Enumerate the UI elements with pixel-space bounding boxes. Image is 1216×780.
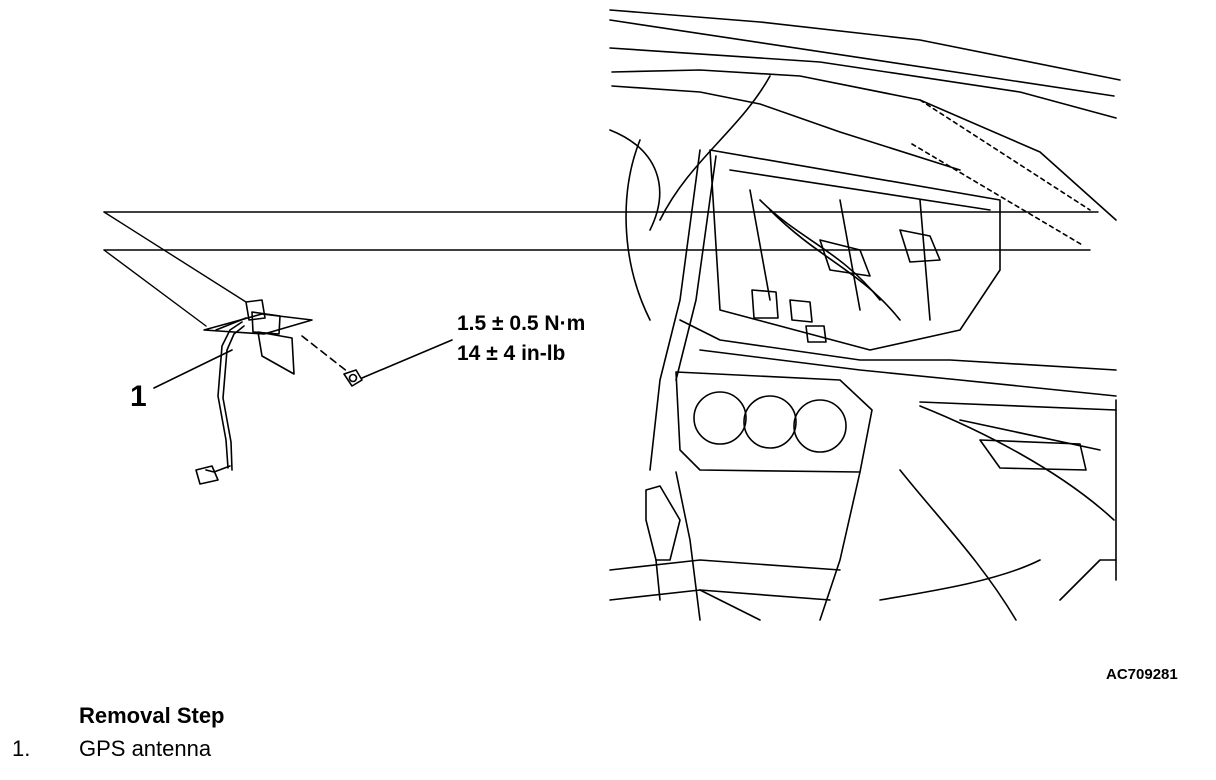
projection-lines — [103, 211, 1099, 327]
gps-antenna-drawing — [195, 299, 313, 485]
figure-code: AC709281 — [1106, 666, 1178, 683]
torque-spec-imperial: 14 ± 4 in-lb — [457, 342, 566, 365]
step-number: 1. — [12, 736, 31, 761]
callout-leader — [153, 349, 233, 389]
screw-drawing — [301, 335, 453, 387]
callout-number: 1 — [130, 380, 147, 413]
torque-spec-metric: 1.5 ± 0.5 N·m — [457, 312, 586, 335]
dashboard-drawing — [609, 9, 1121, 621]
step-text: GPS antenna — [79, 736, 212, 761]
removal-steps-heading: Removal Step — [79, 703, 225, 728]
